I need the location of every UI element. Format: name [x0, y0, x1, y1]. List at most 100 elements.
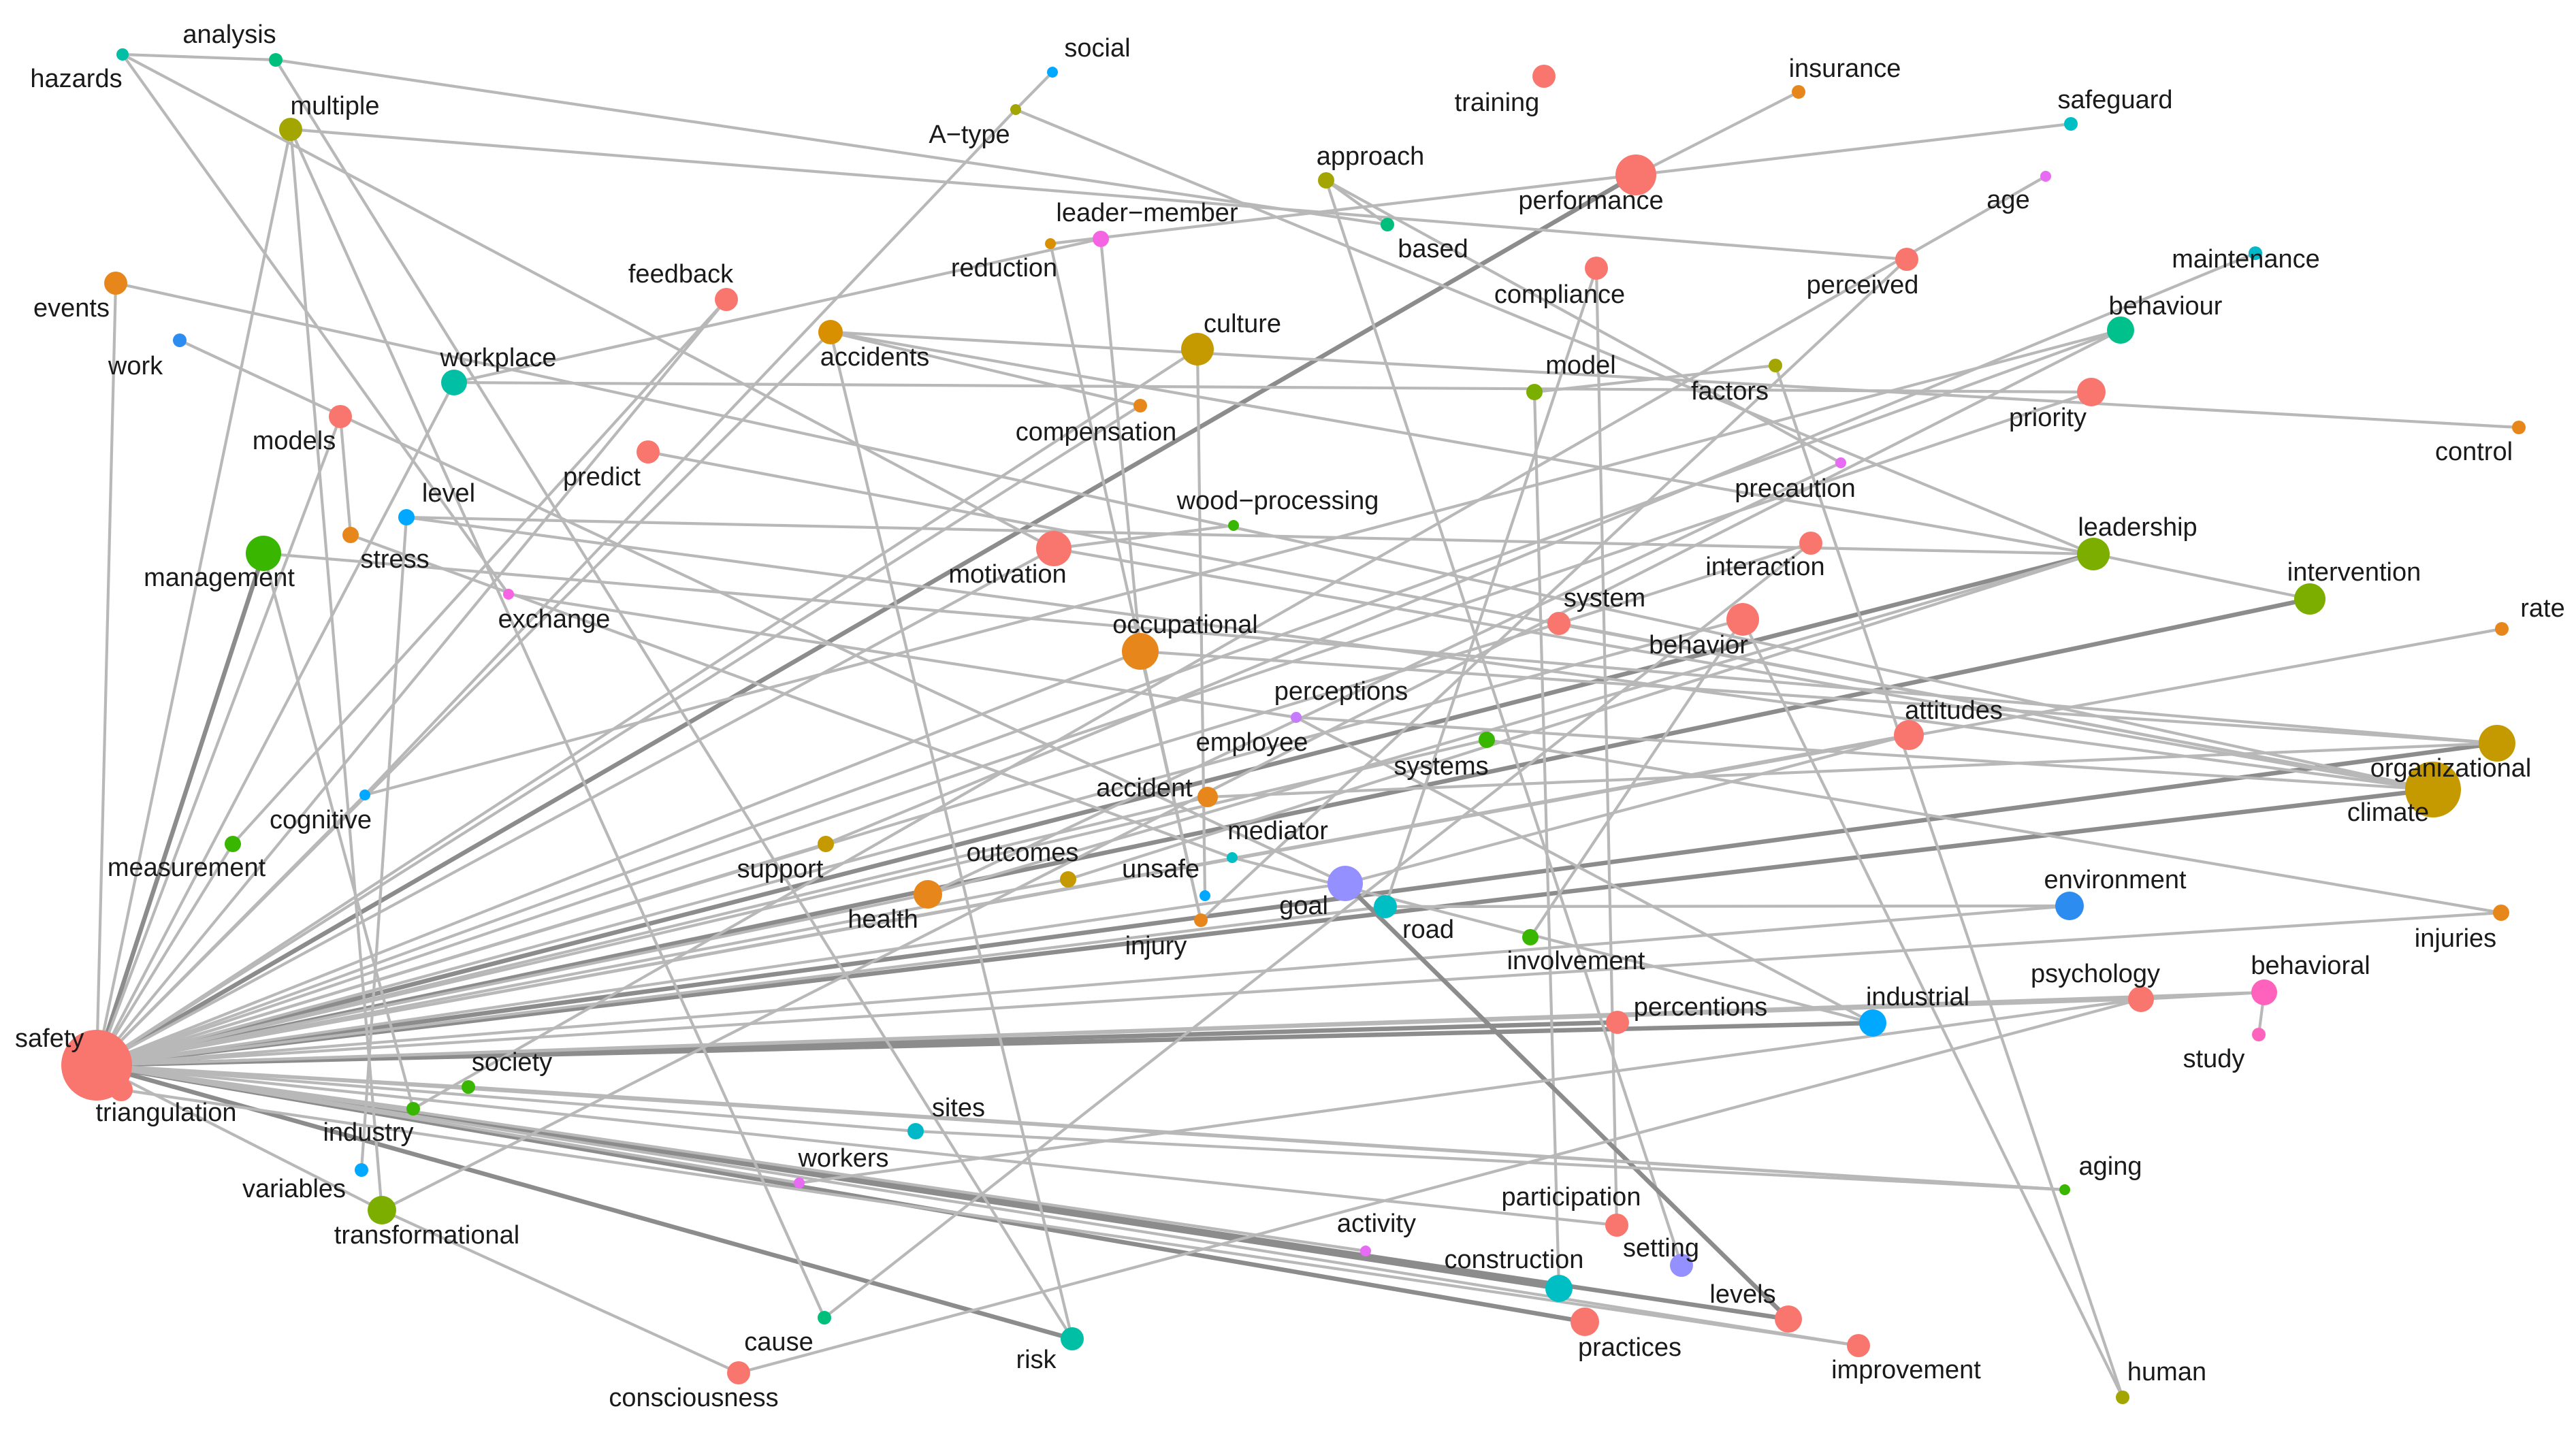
label-practices: practices	[1578, 1333, 1681, 1362]
label-behavior: behavior	[1649, 631, 1748, 660]
edge-safety-workplace	[95, 382, 455, 1066]
node-stress	[342, 527, 359, 543]
label-approach: approach	[1317, 142, 1424, 171]
label-climate: climate	[2347, 798, 2429, 827]
node-organizational	[2479, 725, 2515, 762]
edge-work-goal	[179, 339, 1346, 885]
edge-workers-psychology	[799, 997, 2142, 1185]
edge-management-organizational	[263, 551, 2498, 745]
edge-psychology-behavioral	[2140, 990, 2265, 1001]
edge-safety-injuries	[96, 911, 2502, 1067]
node-training	[1532, 65, 1556, 88]
node-work	[173, 334, 187, 347]
node-setting	[1670, 1254, 1693, 1277]
edge-goal-levels	[1343, 881, 1790, 1321]
edge-accident-organizational	[1207, 741, 2498, 799]
edge-safety-performance	[95, 173, 1637, 1067]
edge-safety-construction	[96, 1062, 1560, 1291]
node-factors	[1769, 359, 1782, 372]
edge-safety-workers	[96, 1063, 800, 1185]
node-human	[2116, 1391, 2129, 1404]
edge-model-factors	[1534, 363, 1776, 394]
edge-behaviour-cognitive	[364, 328, 2121, 797]
node-performance	[1615, 155, 1656, 195]
edge-layer	[94, 52, 2519, 1398]
label-factors: factors	[1691, 377, 1769, 406]
label-compliance: compliance	[1494, 280, 1625, 309]
edge-multiple-perceived	[290, 127, 1907, 261]
label-involvement: involvement	[1507, 947, 1645, 975]
label-leadership: leadership	[2078, 513, 2197, 542]
label-multiple: multiple	[291, 92, 380, 120]
node-leader-member	[1093, 231, 1109, 247]
edge-multiple-cause	[289, 129, 826, 1318]
label-health: health	[848, 905, 918, 934]
edge-factors-human	[1774, 365, 2124, 1398]
label-perceptions: perceptions	[1274, 677, 1408, 706]
label-systems: systems	[1394, 752, 1488, 781]
label-leader-member: leader−member	[1056, 199, 1238, 227]
label-based: based	[1398, 235, 1468, 263]
node-improvement	[1847, 1334, 1870, 1357]
edge-leader-member-workplace	[453, 237, 1101, 385]
node-psychology	[2128, 986, 2154, 1012]
edge-analysis-based	[275, 58, 1388, 227]
edge-triangulation-improvement	[120, 1088, 1859, 1348]
edge-leader-member-occupational	[1099, 238, 1142, 652]
label-motivation: motivation	[948, 560, 1066, 589]
node-predict	[637, 440, 660, 464]
node-management	[246, 536, 281, 571]
label-predict: predict	[563, 463, 641, 491]
node-culture	[1181, 333, 1214, 365]
node-industrial	[1859, 1009, 1886, 1037]
node-social	[1047, 67, 1058, 78]
edge-road-environment	[1385, 904, 2070, 909]
node-triangulation	[110, 1078, 133, 1101]
node-safeguard	[2064, 117, 2078, 131]
node-environment	[2055, 892, 2084, 920]
node-compensation	[1133, 399, 1147, 412]
edge-safety-culture	[95, 348, 1199, 1067]
edge-analysis-risk	[274, 59, 1074, 1340]
label-model: model	[1545, 351, 1616, 380]
edge-safety-motivation	[96, 547, 1054, 1067]
node-construction	[1545, 1275, 1573, 1302]
node-reduction	[1045, 238, 1056, 249]
node-road	[1374, 895, 1397, 918]
edge-safety-health	[96, 892, 929, 1067]
node-level	[398, 509, 415, 525]
label-human: human	[2127, 1358, 2206, 1386]
label-improvement: improvement	[1831, 1356, 1981, 1384]
node-models	[329, 405, 352, 428]
node-systems	[1479, 732, 1495, 748]
label-A-type: A−type	[929, 120, 1010, 149]
edge-level-leadership	[406, 515, 2094, 556]
node-employee	[1291, 712, 1302, 723]
node-occupational	[1122, 633, 1159, 670]
edge-approach-setting	[1325, 180, 1683, 1266]
edge-hazards-motivation	[122, 53, 1054, 550]
node-layer	[61, 48, 2526, 1404]
node-injury	[1194, 913, 1208, 927]
label-behaviour: behaviour	[2109, 292, 2223, 321]
edge-safety-road	[96, 905, 1386, 1067]
label-maintenance: maintenance	[2172, 245, 2320, 274]
node-maintenance	[2249, 246, 2262, 260]
node-compliance	[1585, 257, 1608, 280]
edge-safety-management	[94, 552, 266, 1067]
node-outcomes	[1060, 871, 1076, 888]
label-work: work	[108, 352, 163, 380]
edge-A-type-cognitive	[364, 108, 1017, 796]
node-approach	[1318, 172, 1334, 189]
label-levels: levels	[1709, 1280, 1775, 1309]
node-measurement	[225, 836, 241, 852]
edge-safety-environment	[96, 904, 2070, 1067]
edge-safety-rate	[96, 627, 2502, 1067]
edge-hazards-exchange	[121, 53, 510, 596]
edge-age-industry	[412, 175, 2047, 1110]
edge-social-A-type	[1014, 71, 1054, 111]
node-based	[1381, 218, 1394, 231]
edge-maintenance-support	[825, 252, 2256, 845]
edge-compliance-road	[1384, 267, 1598, 907]
label-safeguard: safeguard	[2057, 86, 2172, 114]
